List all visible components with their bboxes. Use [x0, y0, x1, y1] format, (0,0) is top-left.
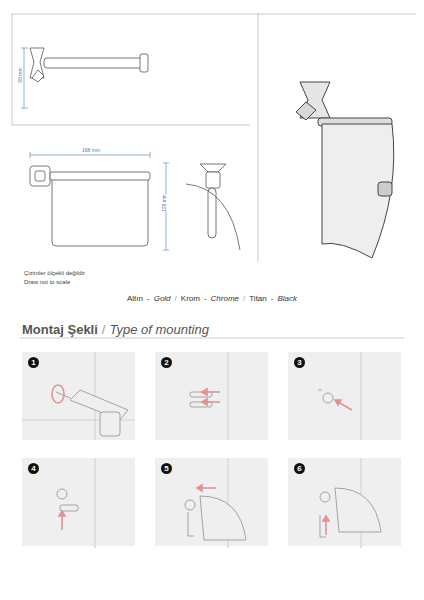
step-number: 3 [294, 357, 305, 368]
dimension: 168 mm [82, 147, 100, 153]
step-number: 4 [28, 463, 39, 474]
dimension: 128 mm [161, 194, 167, 212]
finish-name: Krom [181, 294, 200, 303]
step-panel: 6 [288, 458, 401, 546]
finish-name: - [204, 294, 207, 303]
finish-name: - [147, 294, 150, 303]
heading-text: / [102, 322, 106, 337]
step-number: 2 [161, 357, 172, 368]
step-number: 6 [294, 463, 305, 474]
finish-name: Chrome [211, 294, 239, 303]
heading-text: Montaj Şekli [22, 322, 98, 337]
step-panel: 5 [155, 458, 268, 546]
dimension: 88 mm [17, 67, 23, 82]
finish-name: / [175, 294, 177, 303]
finish-name: - [271, 294, 274, 303]
step-number: 5 [161, 463, 172, 474]
heading-text: Type of mounting [109, 322, 208, 337]
step-number: 1 [28, 357, 39, 368]
note: Çizimler ölçekli değildir [24, 270, 85, 276]
finish-row: Altın-Gold/Krom-Chrome/Titan-Black [127, 294, 297, 303]
finish-name: Titan [249, 294, 267, 303]
finish-name: Black [277, 294, 297, 303]
finish-name: / [243, 294, 245, 303]
section-heading: Montaj Şekli /Type of mounting [22, 322, 213, 337]
step-panel: 2 [155, 352, 268, 440]
step-panel: 1 [22, 352, 135, 440]
step-panel: 4 [22, 458, 135, 546]
step-panel: 3 [288, 352, 401, 440]
note: Draw not to scale [24, 279, 70, 285]
finish-name: Gold [154, 294, 171, 303]
finish-name: Altın [127, 294, 143, 303]
